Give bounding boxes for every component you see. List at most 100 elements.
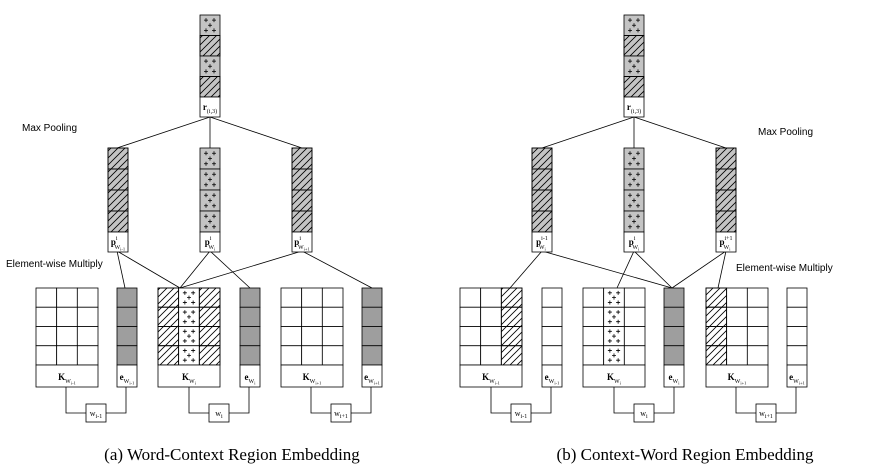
plus-mark [636, 182, 640, 187]
connection-line [116, 250, 126, 289]
plain-cell [663, 326, 685, 347]
plus-mark [632, 156, 636, 161]
matrix-label-box [280, 364, 344, 388]
vector-label-sub-subscript: i-1 [554, 381, 559, 386]
hatch-cell [157, 345, 180, 366]
plus-mark [628, 151, 632, 156]
word-connector-right [106, 387, 127, 414]
hatch-cell [623, 35, 645, 57]
word-label-subscript: i+1 [340, 414, 348, 420]
plain-cell [663, 306, 685, 327]
plus-mark [616, 358, 621, 363]
vector-label-subscript: W [735, 379, 741, 385]
plain-cell [280, 287, 303, 308]
connection-line [541, 116, 635, 149]
vector-label-subscript: W [310, 379, 316, 385]
word-box [510, 403, 532, 423]
hatch-cell [291, 168, 313, 191]
vector-label-sub-subscript: i+1 [374, 381, 380, 386]
hatch-cell [715, 189, 737, 212]
vector-label-base: e [545, 372, 549, 382]
word-connector-right [351, 387, 372, 414]
hatch-cell [291, 147, 313, 170]
vector-label-box [623, 231, 645, 253]
plus-mark [607, 358, 612, 363]
vector-label-superscript: i+1 [724, 236, 732, 242]
hatch-cell [715, 210, 737, 233]
hatch-cell [198, 306, 221, 327]
plain-cell [301, 326, 323, 347]
panel-b-word-box-right: wi+1 [735, 387, 797, 423]
plain-cell [321, 287, 344, 308]
vector-label-box [199, 231, 221, 253]
plus-mark [212, 69, 216, 74]
hatch-cell [500, 345, 523, 366]
vector-label-sub-subscript: i-1 [129, 381, 134, 386]
word-connector-left [735, 387, 756, 414]
word-label: wi+1 [759, 409, 773, 420]
plus-mark [182, 290, 187, 295]
hatch-cell [198, 287, 221, 308]
vector-label-sub-subscript: i+1 [740, 381, 746, 386]
vector-label-sub-subscript: i-1 [495, 381, 500, 386]
panel-b-output-vector: r(i,3) [623, 14, 645, 118]
plus-mark [636, 214, 640, 219]
vector-label: eWi+1 [364, 372, 380, 386]
plain-cell [239, 326, 261, 347]
plus-mark [204, 151, 208, 156]
word-box [330, 403, 352, 423]
vector-label-base: p [111, 237, 116, 247]
matrix-label-box [35, 364, 99, 388]
plus-mark [616, 300, 621, 305]
word-label-subscript: i [646, 414, 648, 420]
word-connector-left [188, 387, 209, 414]
plain-cell [623, 345, 646, 366]
hatch-cell [107, 189, 129, 212]
plain-cell [480, 326, 502, 347]
connection-line [116, 250, 181, 289]
hatch-cell [531, 147, 553, 170]
plain-cell [239, 345, 261, 366]
vector-label-sub-subscript: i-1 [71, 381, 76, 386]
hatch-cell [705, 326, 728, 347]
plus-mark [212, 59, 216, 64]
plus-mark [208, 198, 212, 203]
plain-cell [35, 326, 58, 347]
plus-mark [204, 161, 208, 166]
hatch-cell [199, 35, 221, 57]
vector-label-sub-subscript: i [638, 247, 640, 252]
plain-cell [786, 326, 808, 347]
vector-label-box [107, 231, 129, 253]
hatch-cell [107, 168, 129, 191]
connection-line [671, 250, 727, 289]
vector-label-sub-subscript: i [678, 381, 680, 386]
plus-mark [204, 224, 208, 229]
plus-mark [212, 161, 216, 166]
embedding-label-box [541, 364, 563, 388]
vector-label-base: K [303, 372, 310, 382]
plus-mark [191, 319, 196, 324]
plain-cell [726, 326, 748, 347]
plus-mark [204, 203, 208, 208]
panel-a-word-box-right: wi+1 [310, 387, 372, 423]
plus-mark [191, 329, 196, 334]
plain-cell [321, 345, 344, 366]
hatch-cell [198, 345, 221, 366]
vector-label-box [715, 231, 737, 253]
vector-label: KWi+1 [303, 372, 322, 386]
vector-label-base: e [669, 372, 673, 382]
plus-mark [208, 219, 212, 224]
word-box [755, 403, 777, 423]
vector-label-sub-subscript: i [729, 247, 731, 252]
panel-a-embedding-vector-right: eWi+1 [361, 287, 383, 388]
vector-label-sub-subscript: i+1 [304, 247, 310, 252]
plain-cell [663, 345, 685, 366]
plus-mark [616, 338, 621, 343]
panel-a-word-box-left: wi-1 [65, 387, 127, 423]
connection-line [717, 250, 727, 289]
connection-line [301, 250, 373, 289]
vector-label: r(i,3) [627, 102, 641, 115]
embedding-label-box [361, 364, 383, 388]
connection-line [633, 250, 673, 289]
